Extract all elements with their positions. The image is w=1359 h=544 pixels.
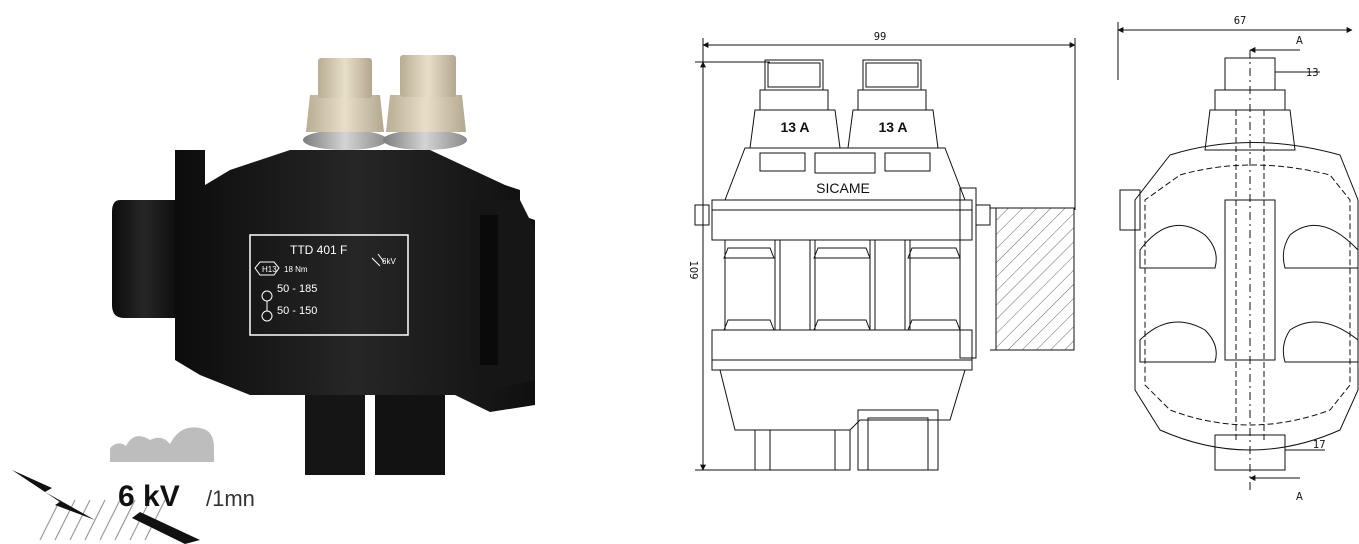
hex-icon <box>254 261 280 276</box>
nut-label-right: 13 A <box>878 119 907 135</box>
section-label-top: A <box>1296 34 1303 47</box>
test-voltage: 6 kV <box>118 480 180 513</box>
bottom-dim: 17 <box>1313 438 1326 451</box>
arrow-bolt-icon <box>132 512 200 544</box>
main-range: 50 - 185 <box>277 283 317 295</box>
nut-label-left: 13 A <box>780 119 809 135</box>
model-code: TTD 401 F <box>290 243 347 257</box>
torque-value: 18 Nm <box>284 265 308 274</box>
marking-plate <box>249 234 409 336</box>
voltage-tag: 6kV <box>382 257 396 266</box>
nut-size-dim: 13 <box>1306 66 1319 79</box>
side-width-dim: 67 <box>1234 14 1247 27</box>
front-width-dim: 99 <box>874 30 887 43</box>
front-height-dim: 109 <box>687 261 700 280</box>
lightning-bolt-icon <box>12 470 95 520</box>
hex-key-size: H13 <box>262 265 277 274</box>
side-view-drawing <box>1117 22 1359 490</box>
rain-cloud-icon <box>39 427 214 541</box>
brand-mark: SICAME <box>816 180 870 196</box>
tap-range: 50 - 150 <box>277 305 317 317</box>
front-view-drawing <box>694 38 1076 471</box>
lightning-icon <box>371 253 385 267</box>
conductor-icon <box>261 290 273 322</box>
test-duration: /1mn <box>206 486 255 511</box>
section-label-bottom: A <box>1296 490 1303 503</box>
connector-photo <box>112 55 535 475</box>
